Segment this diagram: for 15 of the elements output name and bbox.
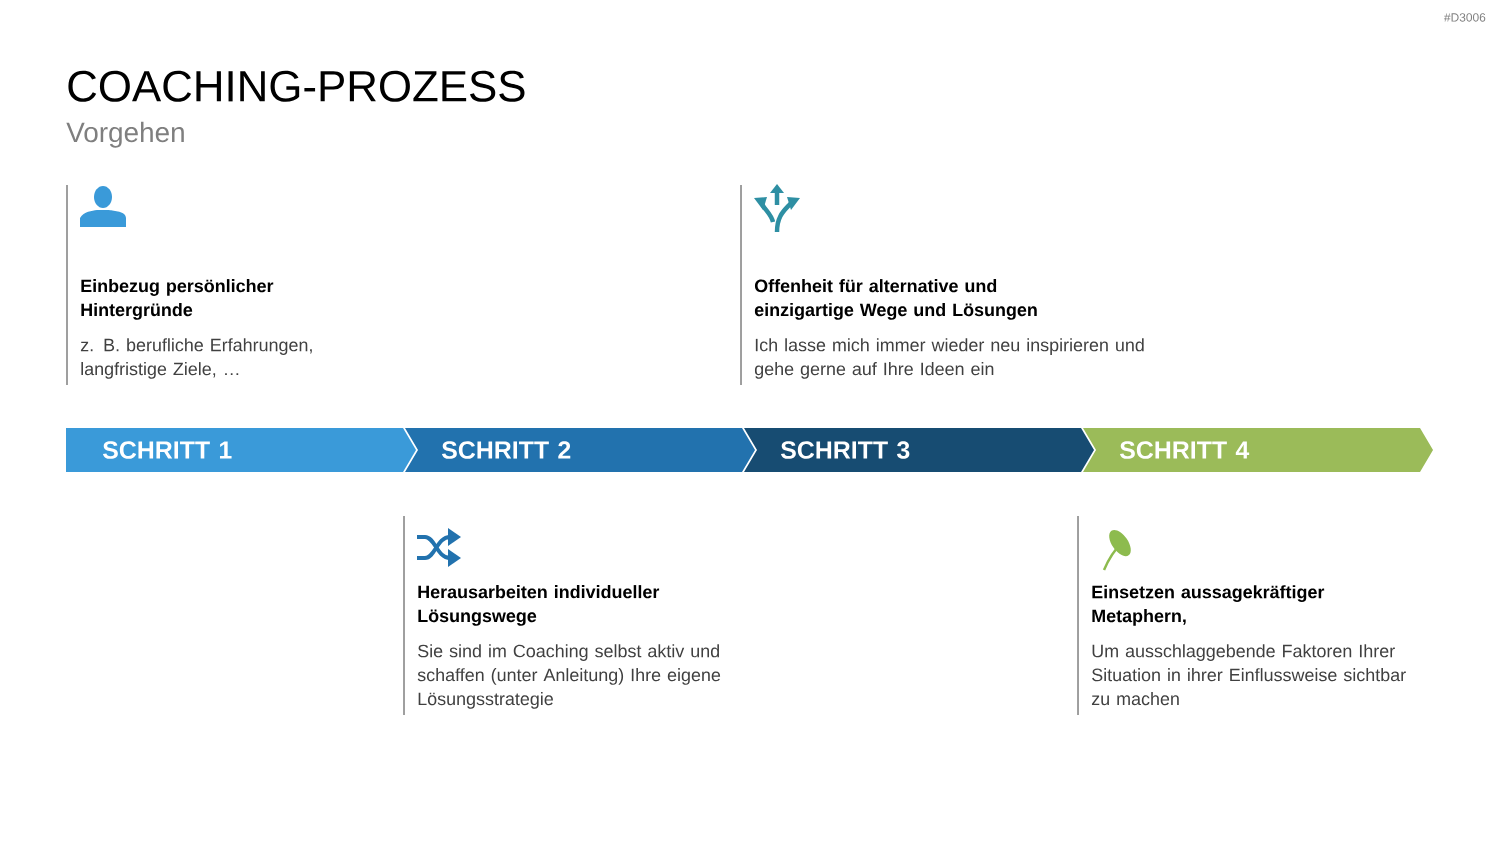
step-band: SCHRITT 4	[1083, 428, 1433, 472]
title: COACHING-PROZESS	[68, 70, 525, 102]
step-band: SCHRITT 3	[744, 428, 1094, 472]
step-description: Um ausschlaggebende Faktoren Ihrer Situation in ihrer Einflussweise sichtbar zu machen	[1091, 644, 1406, 706]
subtitle: Vorgehen	[66, 121, 184, 148]
slide-number: #D3006	[1444, 13, 1486, 22]
step-heading: Einsetzen aussagekräftiger Metaphern,	[1092, 585, 1325, 626]
step-heading: Herausarbeiten individueller Lösungswege	[418, 585, 660, 626]
step-heading: Offenheit für alternative und einzigartige Wege und Lösungen	[754, 279, 1037, 320]
step-description: Ich lasse mich immer wieder neu inspirieren und gehe gerne auf Ihre Ideen ein	[754, 338, 1144, 379]
step-description: z. B. berufliche Erfahrungen, langfristige Ziele, …	[80, 338, 312, 379]
step-description: Sie sind im Coaching selbst aktiv und schaffen (unter Anleitung) Ihre eigene Lösungsstrategie	[417, 644, 721, 709]
step-band: SCHRITT 1	[66, 428, 416, 472]
step-heading: Einbezug persönlicher Hintergründe	[81, 279, 274, 320]
step-band: SCHRITT 2	[405, 428, 755, 472]
